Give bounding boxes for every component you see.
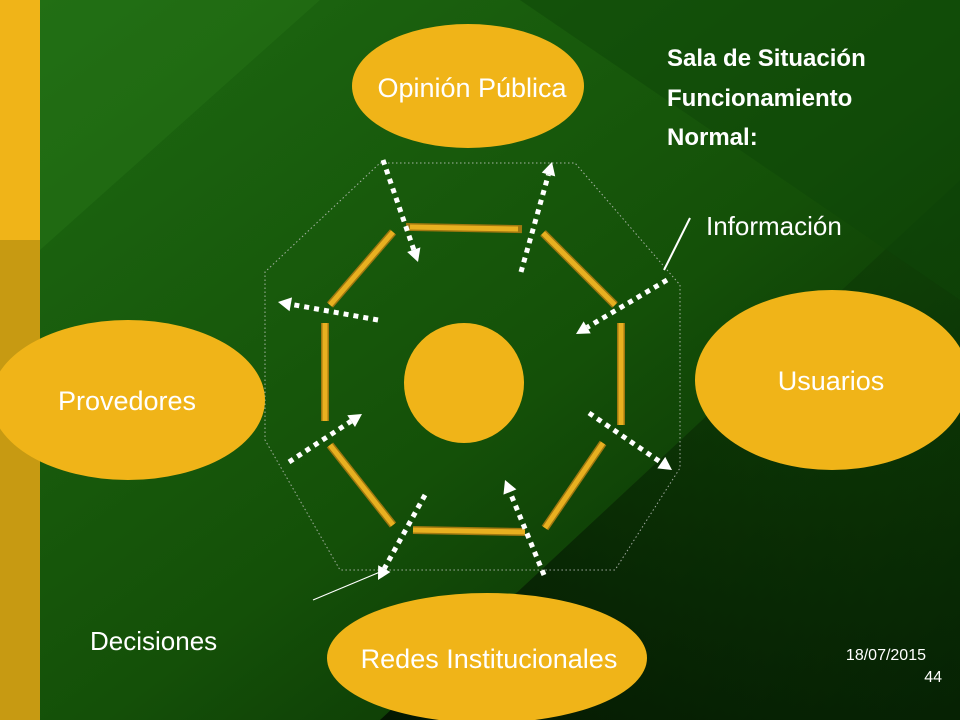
slide-title: Sala de Situación Funcionamiento Normal: bbox=[667, 45, 866, 151]
octagon-bar-bottom-face bbox=[412, 527, 526, 535]
information-arrows bbox=[278, 159, 672, 580]
node-redes-institucionales-label: Redes Institucionales bbox=[361, 644, 618, 674]
arrow-out-top bbox=[518, 162, 556, 273]
arrow-out-bottom-left bbox=[287, 414, 362, 465]
arrow-into-top-left bbox=[380, 159, 421, 262]
background-band bbox=[520, 0, 960, 300]
footer-date: 18/07/2015 bbox=[845, 647, 926, 664]
arrow-out-right-head bbox=[657, 456, 672, 470]
title-line-1: Sala de Situación bbox=[667, 45, 866, 72]
arrow-into-right-head bbox=[576, 321, 591, 334]
node-redes-institucionales bbox=[327, 593, 647, 720]
center-circle bbox=[404, 323, 524, 443]
node-usuarios-label: Usuarios bbox=[778, 366, 885, 396]
arrow-out-top-head bbox=[541, 162, 556, 177]
arrow-out-top-shaft bbox=[518, 173, 551, 273]
title-line-2: Funcionamiento bbox=[667, 85, 852, 112]
sidebar-top bbox=[0, 0, 40, 240]
octagon-bar-top-right-face bbox=[541, 231, 617, 307]
octagon-bar-top-face bbox=[409, 224, 519, 232]
arrow-into-right bbox=[576, 277, 669, 334]
arrow-into-bottom-left bbox=[378, 493, 428, 580]
decisiones-label: Decisiones bbox=[90, 626, 217, 656]
informacion-label: Información bbox=[706, 211, 842, 241]
node-provedores-label: Provedores bbox=[58, 386, 196, 416]
arrow-out-bottom-shaft bbox=[507, 491, 547, 576]
arrow-out-left-shaft bbox=[290, 301, 379, 323]
octagon-bar-bottom-left-face bbox=[328, 443, 395, 527]
decisiones-pointer bbox=[312, 571, 381, 601]
arrow-into-bottom-left-head bbox=[378, 565, 391, 580]
arrow-out-right-shaft bbox=[587, 410, 663, 465]
arrow-out-bottom-left-head bbox=[347, 414, 362, 427]
sidebar-bottom bbox=[0, 240, 40, 720]
node-usuarios bbox=[695, 290, 960, 470]
outer-boundary-octagon bbox=[264, 162, 681, 571]
arrow-out-right bbox=[587, 410, 672, 470]
node-opinion-publica bbox=[352, 24, 584, 148]
title-line-3: Normal: bbox=[667, 124, 758, 151]
arrow-out-bottom bbox=[503, 480, 547, 576]
arrow-out-bottom-head bbox=[503, 480, 517, 495]
footer-page-number: 44 bbox=[924, 669, 942, 686]
background-highlight bbox=[40, 0, 320, 250]
arrow-out-left-head bbox=[278, 297, 293, 312]
informacion-pointer bbox=[663, 217, 691, 271]
node-opinion-publica-label: Opinión Pública bbox=[377, 73, 567, 103]
inner-octagon bbox=[321, 222, 625, 536]
arrow-out-left bbox=[278, 297, 379, 323]
octagon-bar-bottom-right-face bbox=[542, 441, 606, 530]
arrow-into-bottom-left-shaft bbox=[382, 493, 428, 570]
arrow-into-top-left-head bbox=[407, 247, 421, 262]
arrow-out-bottom-left-shaft bbox=[287, 419, 353, 465]
octagon-bar-top-left-face bbox=[328, 230, 395, 307]
node-provedores bbox=[0, 320, 265, 480]
